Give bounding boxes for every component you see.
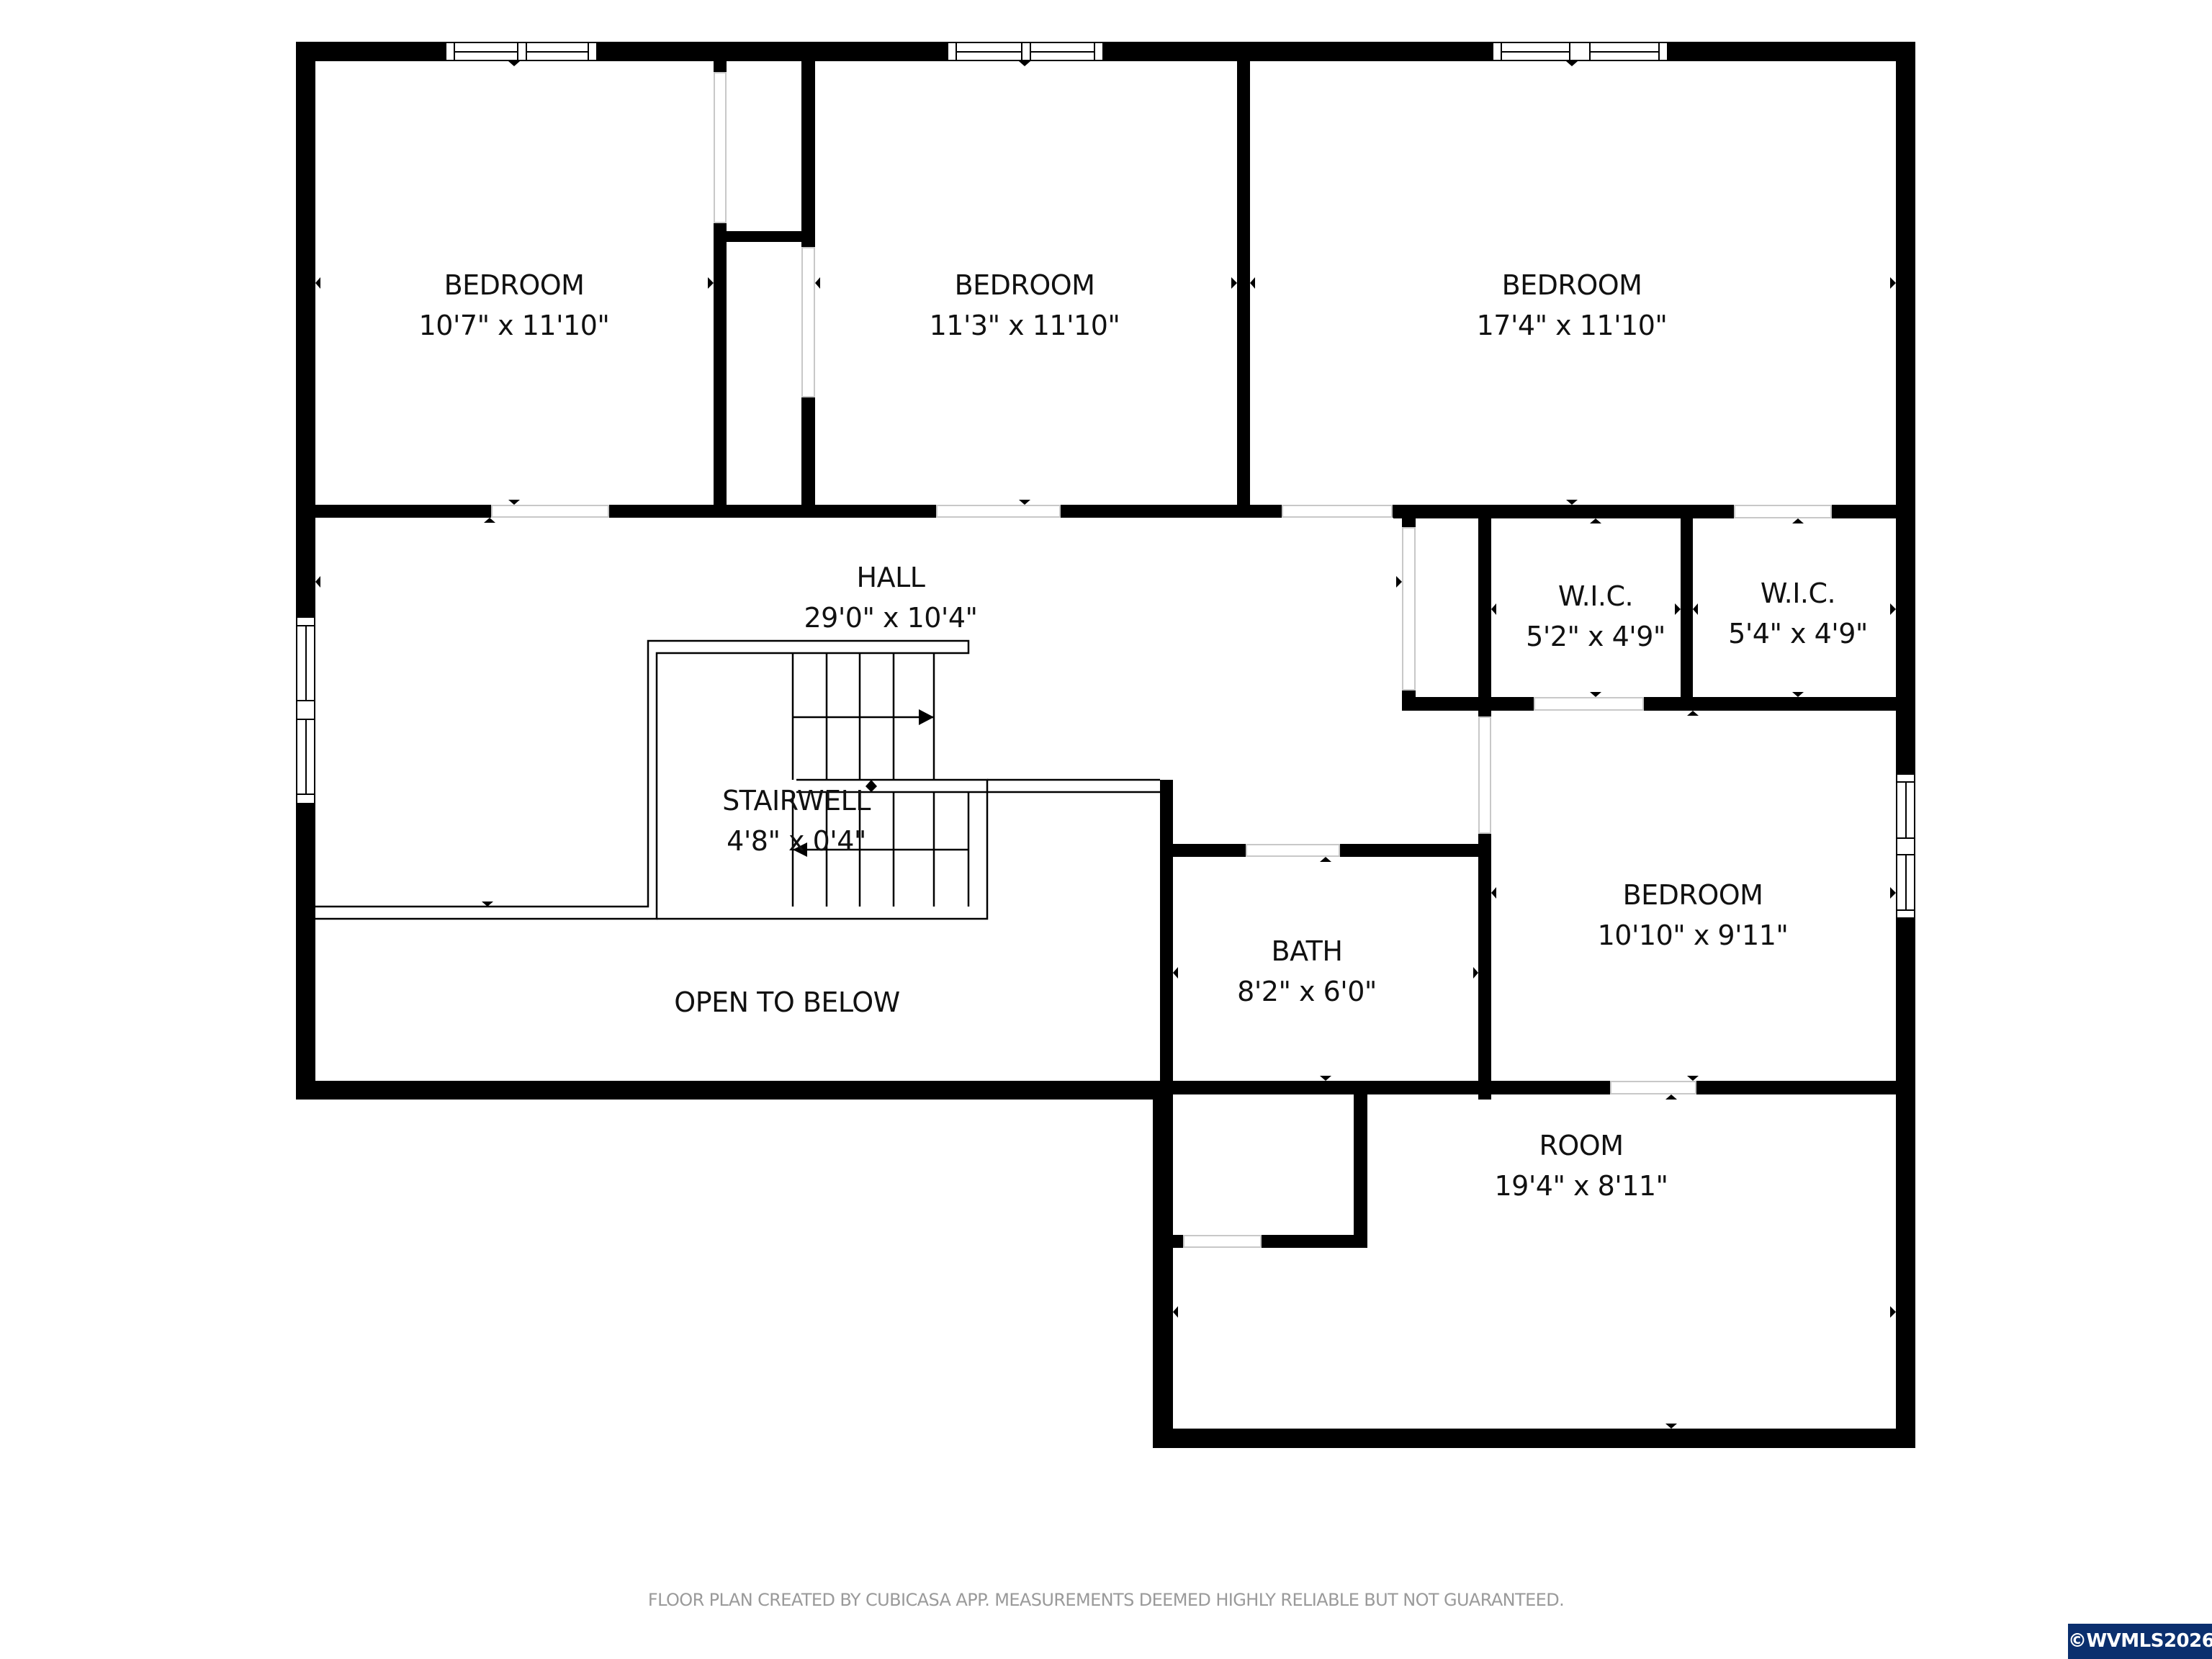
walls	[296, 42, 1915, 1448]
room-label-bedroom-1: BEDROOM 10'7" x 11'10"	[419, 265, 610, 346]
room-dimensions: 19'4" x 8'11"	[1494, 1170, 1668, 1202]
room-label-bath: BATH 8'2" x 6'0"	[1237, 931, 1377, 1012]
window-bedroom-4	[1896, 773, 1915, 919]
up-right-arrow-icon	[919, 709, 934, 725]
window-bedroom-3	[1492, 42, 1668, 61]
room-name: BEDROOM	[1501, 269, 1642, 301]
room-name: STAIRWELL	[722, 785, 871, 817]
room-dimensions: 4'8" x 0'4"	[727, 825, 866, 857]
windows	[296, 42, 1915, 919]
window-hall-left	[296, 616, 315, 804]
room-label-hall: HALL 29'0" x 10'4"	[804, 557, 978, 638]
diamond-marker-icon	[866, 780, 877, 792]
room-name: W.I.C.	[1760, 577, 1836, 609]
room-label-bedroom-4: BEDROOM 10'10" x 9'11"	[1598, 875, 1789, 956]
room-label-bedroom-3: BEDROOM 17'4" x 11'10"	[1477, 265, 1668, 346]
room-dimensions: 11'3" x 11'10"	[929, 310, 1120, 341]
window-bedroom-2	[947, 42, 1104, 61]
room-label-open-to-below: OPEN TO BELOW	[674, 982, 900, 1022]
room-name: BEDROOM	[1622, 879, 1763, 911]
stair-arrows	[793, 709, 934, 857]
stairwell-drawing	[315, 639, 1160, 920]
room-dimensions: 5'2" x 4'9"	[1526, 621, 1665, 652]
room-label-room: ROOM 19'4" x 8'11"	[1494, 1125, 1668, 1206]
room-name: BEDROOM	[954, 269, 1095, 301]
room-dimensions: 10'7" x 11'10"	[418, 310, 610, 341]
room-label-wic-2: W.I.C. 5'4" x 4'9"	[1728, 573, 1868, 654]
room-name: HALL	[856, 562, 925, 593]
dimension-markers	[315, 61, 1896, 1429]
down-left-arrow-icon	[793, 842, 807, 857]
room-label-wic-1: W.I.C. 5'2" x 4'9"	[1526, 576, 1665, 657]
disclaimer-text: FLOOR PLAN CREATED BY CUBICASA APP. MEAS…	[647, 1590, 1565, 1610]
room-dimensions: 8'2" x 6'0"	[1237, 976, 1377, 1007]
room-name: BEDROOM	[444, 269, 585, 301]
room-label-bedroom-2: BEDROOM 11'3" x 11'10"	[930, 265, 1120, 346]
room-dimensions: 17'4" x 11'10"	[1476, 310, 1668, 341]
room-dimensions: 10'10" x 9'11"	[1597, 920, 1789, 951]
window-bedroom-1	[445, 42, 598, 61]
room-name: OPEN TO BELOW	[674, 986, 900, 1018]
door-openings	[491, 72, 1832, 1248]
copyright-badge: ©WVMLS2026	[2068, 1624, 2212, 1659]
room-dimensions: 5'4" x 4'9"	[1728, 618, 1868, 649]
room-name: ROOM	[1539, 1130, 1624, 1161]
room-name: W.I.C.	[1557, 580, 1634, 612]
room-dimensions: 29'0" x 10'4"	[804, 602, 978, 634]
room-name: BATH	[1271, 935, 1343, 967]
room-label-stairwell: STAIRWELL 4'8" x 0'4"	[722, 781, 871, 861]
